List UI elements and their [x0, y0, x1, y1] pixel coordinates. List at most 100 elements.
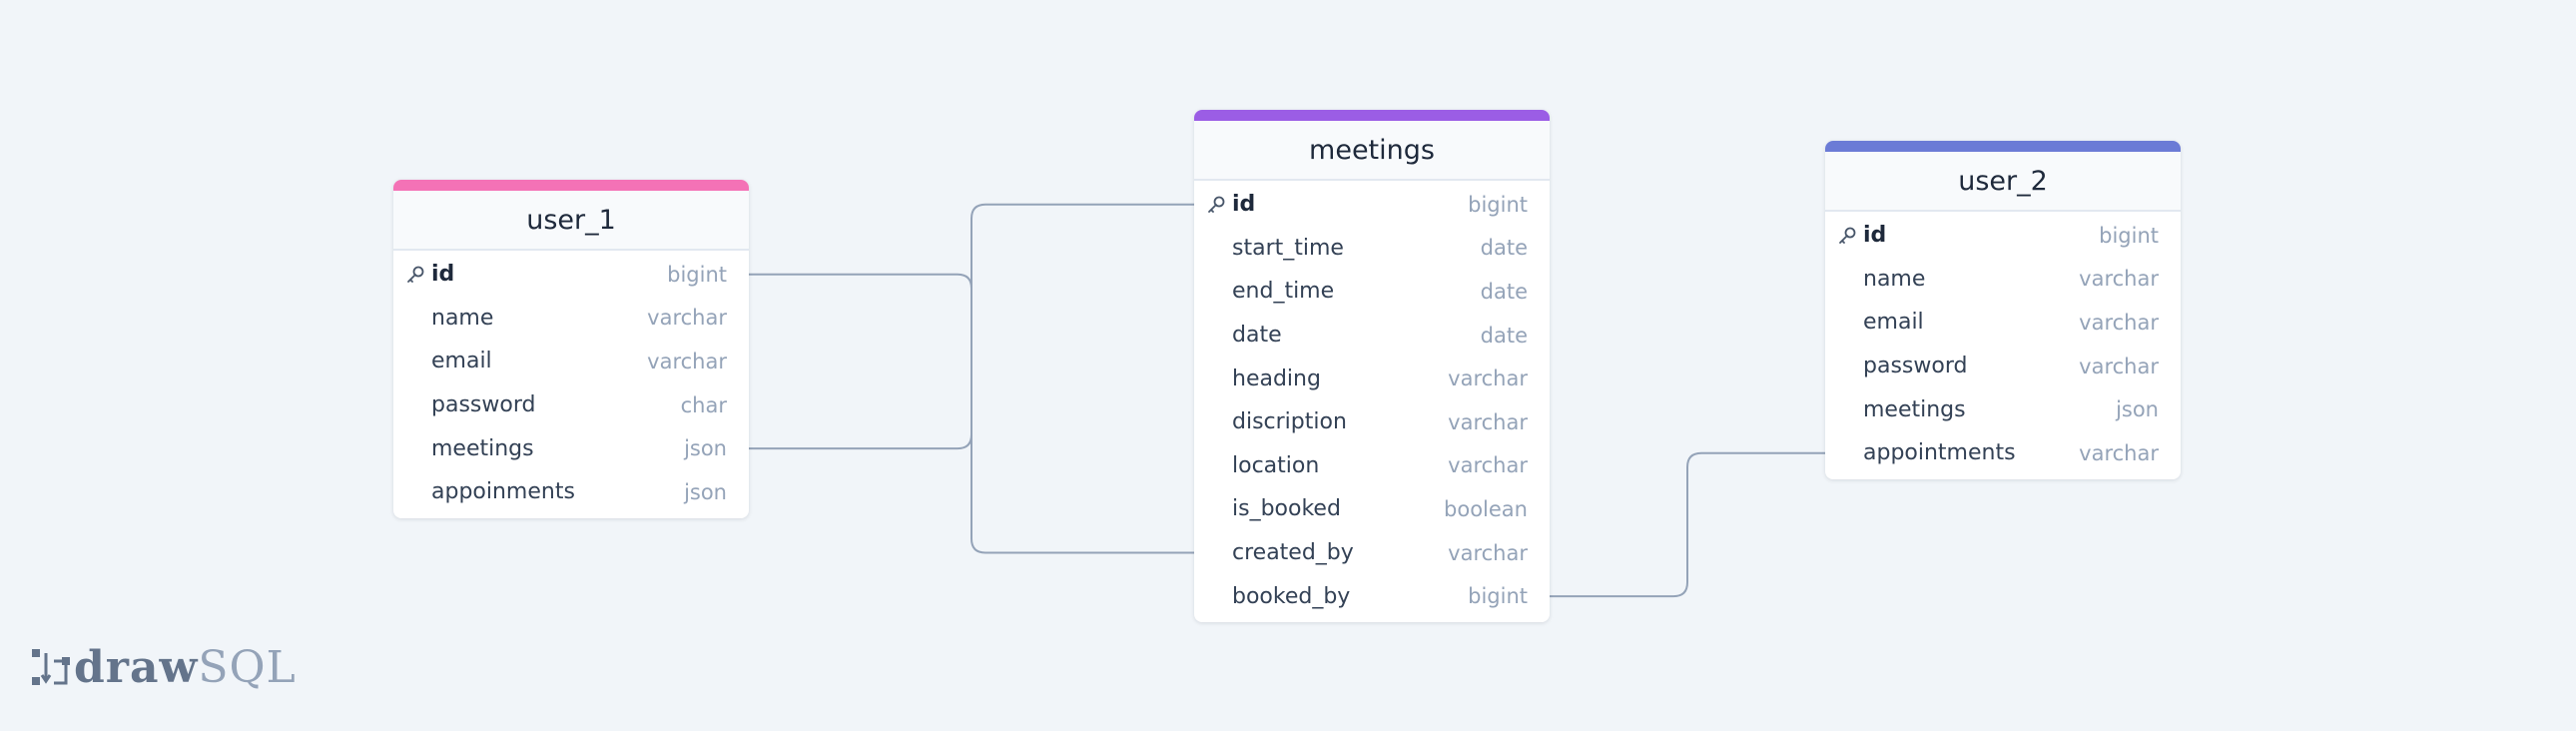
- relationship-line-meetings-user_2[interactable]: [1550, 451, 1825, 598]
- table-color-bar: [1194, 110, 1550, 121]
- key-slot: [1206, 324, 1230, 348]
- column-row-meetings[interactable]: meetings json: [393, 426, 749, 470]
- column-row-discription[interactable]: discription varchar: [1194, 400, 1550, 444]
- primary-key-icon: [1206, 193, 1230, 217]
- column-name: id: [431, 262, 455, 288]
- table-color-bar: [1825, 141, 2181, 152]
- column-type: varchar: [2079, 354, 2159, 378]
- key-slot: [1206, 497, 1230, 521]
- column-row-is-booked[interactable]: is_booked boolean: [1194, 487, 1550, 531]
- key-slot: [1206, 280, 1230, 304]
- table-header[interactable]: user_2: [1825, 152, 2181, 212]
- column-type: varchar: [1448, 409, 1528, 434]
- column-name: meetings: [1863, 396, 1966, 422]
- column-name: email: [431, 349, 492, 374]
- key-slot: [1206, 541, 1230, 565]
- column-name: created_by: [1232, 540, 1354, 566]
- column-type: char: [680, 392, 727, 417]
- column-name: name: [1863, 266, 1926, 292]
- column-type: varchar: [1448, 366, 1528, 391]
- column-name: meetings: [431, 435, 534, 461]
- column-row-location[interactable]: location varchar: [1194, 444, 1550, 488]
- table-header[interactable]: user_1: [393, 191, 749, 251]
- column-type: varchar: [2079, 267, 2159, 292]
- column-type: json: [2116, 397, 2159, 422]
- column-name: discription: [1232, 409, 1347, 435]
- column-row-end-time[interactable]: end_time date: [1194, 270, 1550, 314]
- column-type: bigint: [1468, 584, 1528, 609]
- column-type: json: [684, 436, 727, 461]
- column-type: json: [684, 479, 727, 504]
- column-type: varchar: [2079, 310, 2159, 335]
- table-color-bar: [393, 180, 749, 191]
- column-name: appointments: [1863, 440, 2016, 466]
- column-name: password: [1863, 354, 1968, 379]
- column-name: location: [1232, 452, 1320, 478]
- column-type: date: [1480, 236, 1528, 261]
- logo-text-draw: draw: [74, 641, 199, 693]
- column-name: booked_by: [1232, 583, 1351, 609]
- key-slot: [1206, 366, 1230, 390]
- column-name: id: [1232, 192, 1256, 218]
- key-slot: [405, 393, 429, 417]
- column-type: date: [1480, 323, 1528, 348]
- relationship-line-user_1-meetings[interactable]: [749, 203, 1194, 450]
- table-header[interactable]: meetings: [1194, 121, 1550, 181]
- column-row-booked-by[interactable]: booked_by bigint: [1194, 574, 1550, 618]
- column-type: bigint: [2099, 223, 2159, 248]
- column-type: bigint: [1468, 192, 1528, 217]
- key-slot: [1837, 397, 1861, 421]
- key-slot: [1206, 410, 1230, 434]
- key-slot: [405, 306, 429, 330]
- column-name: end_time: [1232, 279, 1335, 305]
- column-row-email[interactable]: email varchar: [1825, 301, 2181, 345]
- column-type: boolean: [1444, 496, 1528, 521]
- drawsql-logo-icon: [32, 649, 70, 685]
- column-row-date[interactable]: date date: [1194, 314, 1550, 358]
- drawsql-logo: draw SQL: [30, 641, 297, 693]
- column-row-meetings[interactable]: meetings json: [1825, 387, 2181, 431]
- column-type: varchar: [647, 306, 727, 331]
- column-type: bigint: [667, 262, 727, 287]
- logo-text-sql: SQL: [198, 641, 297, 693]
- column-row-heading[interactable]: heading varchar: [1194, 357, 1550, 400]
- key-slot: [1206, 236, 1230, 260]
- key-slot: [405, 480, 429, 504]
- column-type: varchar: [2079, 440, 2159, 465]
- column-row-created-by[interactable]: created_by varchar: [1194, 531, 1550, 575]
- column-name: email: [1863, 310, 1924, 336]
- key-slot: [1837, 441, 1861, 465]
- column-row-id[interactable]: id bigint: [393, 253, 749, 297]
- primary-key-icon: [405, 263, 429, 287]
- column-row-appointments[interactable]: appointments varchar: [1825, 431, 2181, 475]
- key-slot: [405, 350, 429, 373]
- column-name: heading: [1232, 366, 1321, 391]
- column-row-password[interactable]: password varchar: [1825, 345, 2181, 388]
- column-type: varchar: [1448, 540, 1528, 565]
- column-row-id[interactable]: id bigint: [1194, 183, 1550, 227]
- column-name: start_time: [1232, 235, 1344, 261]
- column-row-name[interactable]: name varchar: [1825, 258, 2181, 302]
- key-slot: [1837, 267, 1861, 291]
- primary-key-icon: [1837, 224, 1861, 248]
- key-slot: [1206, 453, 1230, 477]
- column-type: varchar: [1448, 453, 1528, 478]
- column-name: date: [1232, 323, 1282, 349]
- column-type: date: [1480, 279, 1528, 304]
- column-row-start-time[interactable]: start_time date: [1194, 227, 1550, 271]
- key-slot: [1837, 355, 1861, 378]
- key-slot: [1837, 311, 1861, 335]
- column-name: is_booked: [1232, 496, 1341, 522]
